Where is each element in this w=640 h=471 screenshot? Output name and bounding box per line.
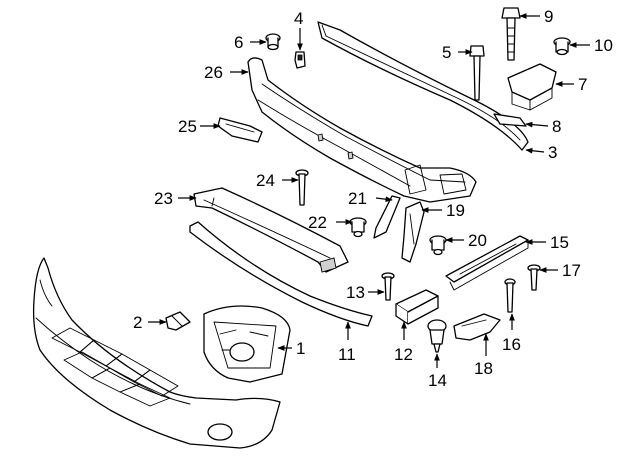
leader-21 <box>375 196 393 203</box>
part-13-bolt <box>381 272 395 301</box>
callout-23: 23 <box>154 189 173 208</box>
leader-8 <box>525 121 549 128</box>
callout-24: 24 <box>256 171 275 190</box>
callout-12: 12 <box>394 345 413 364</box>
part-9-bolt <box>501 7 521 61</box>
callout-19: 19 <box>446 201 465 220</box>
leader-lines <box>148 13 590 368</box>
part-6-nut <box>265 33 281 51</box>
callout-22: 22 <box>308 213 327 232</box>
part-12-block <box>395 289 439 325</box>
callout-16: 16 <box>502 335 521 354</box>
part-20-nut <box>429 235 447 256</box>
part-26-reinforcement-beam <box>247 57 477 203</box>
callout-26: 26 <box>204 63 223 82</box>
part-1-bracket <box>203 305 291 383</box>
leader-3 <box>525 147 545 154</box>
callout-18: 18 <box>474 359 493 378</box>
callout-9: 9 <box>544 7 553 26</box>
part-10-nut <box>553 37 571 56</box>
part-4-clip <box>294 51 306 69</box>
part-14-clip <box>427 319 447 353</box>
part-16-bolt <box>504 278 516 313</box>
part-17-bolt <box>527 264 541 291</box>
part-15-rail <box>445 235 529 291</box>
callout-6: 6 <box>234 33 243 52</box>
part-22-nut <box>349 217 367 238</box>
callout-5: 5 <box>442 43 451 62</box>
part-25-bracket <box>217 117 263 143</box>
part-18-shield <box>453 313 501 341</box>
callout-14: 14 <box>428 371 447 390</box>
callout-13: 13 <box>346 283 365 302</box>
callout-4: 4 <box>294 9 303 28</box>
callout-15: 15 <box>550 233 569 252</box>
callout-3: 3 <box>548 143 557 162</box>
callout-7: 7 <box>578 75 587 94</box>
callout-20: 20 <box>468 231 487 250</box>
part-21-bracket <box>373 195 401 239</box>
part-5-bolt <box>469 45 485 101</box>
callout-17: 17 <box>562 261 581 280</box>
part-3-absorber-strip <box>317 21 529 151</box>
callout-2: 2 <box>133 313 142 332</box>
part-2-clip <box>165 311 191 331</box>
part-7-bracket <box>507 63 557 111</box>
callout-25: 25 <box>178 117 197 136</box>
callout-21: 21 <box>348 189 367 208</box>
part-19-bracket <box>401 201 425 263</box>
part-23-lower-support <box>193 187 349 273</box>
part-24-bolt <box>295 169 309 206</box>
bumper-cover <box>32 257 281 449</box>
callout-8: 8 <box>552 117 561 136</box>
part-11-lower-strip <box>189 221 373 327</box>
callout-1: 1 <box>296 339 305 358</box>
callout-10: 10 <box>594 36 613 55</box>
callout-11: 11 <box>338 345 356 364</box>
callout-labels: 1 2 3 4 5 6 7 8 9 10 11 12 13 14 15 16 1… <box>133 7 613 390</box>
